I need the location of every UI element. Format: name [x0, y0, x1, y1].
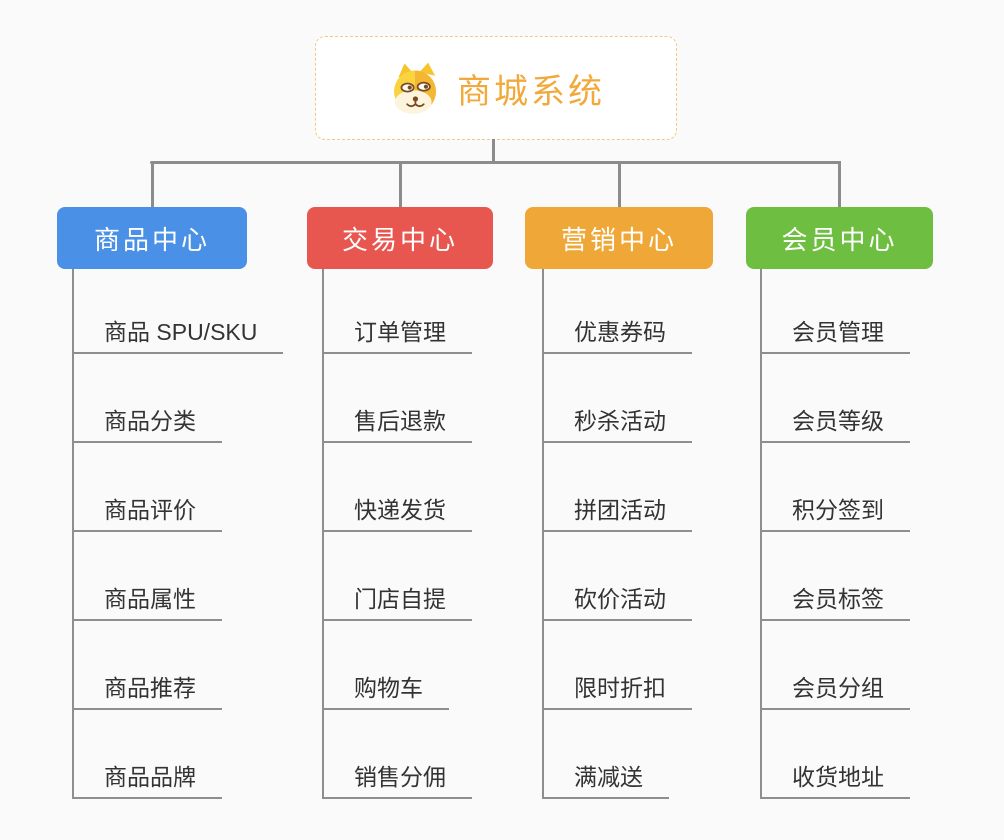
child-node[interactable]: 砍价活动	[542, 532, 692, 621]
shiba-dog-icon	[387, 60, 443, 116]
connector-stub	[618, 161, 621, 208]
connector-root-stem	[492, 139, 495, 163]
connector-stub	[399, 161, 402, 208]
child-node[interactable]: 商品分类	[72, 354, 222, 443]
child-node[interactable]: 门店自提	[322, 532, 472, 621]
child-node[interactable]: 订单管理	[322, 265, 472, 354]
child-node[interactable]: 优惠券码	[542, 265, 692, 354]
root-node[interactable]: 商城系统	[315, 36, 677, 140]
child-node[interactable]: 会员分组	[760, 621, 910, 710]
branch-children: 订单管理售后退款快递发货门店自提购物车销售分佣	[322, 265, 472, 799]
connector-stub	[151, 161, 154, 208]
connector-trunk	[322, 269, 324, 799]
child-node[interactable]: 商品推荐	[72, 621, 222, 710]
child-node[interactable]: 秒杀活动	[542, 354, 692, 443]
child-node[interactable]: 会员管理	[760, 265, 910, 354]
connector-trunk	[72, 269, 74, 799]
child-node[interactable]: 会员等级	[760, 354, 910, 443]
child-node[interactable]: 商品品牌	[72, 710, 222, 799]
connector-trunk	[542, 269, 544, 799]
child-node[interactable]: 积分签到	[760, 443, 910, 532]
connector-trunk	[760, 269, 762, 799]
connector-stub	[838, 161, 841, 208]
child-node[interactable]: 拼团活动	[542, 443, 692, 532]
child-node[interactable]: 购物车	[322, 621, 449, 710]
branch-node[interactable]: 营销中心	[525, 207, 713, 269]
root-title: 商城系统	[457, 72, 605, 111]
child-node[interactable]: 满减送	[542, 710, 669, 799]
child-node[interactable]: 商品 SPU/SKU	[72, 265, 284, 354]
branch-node[interactable]: 商品中心	[57, 207, 247, 269]
child-node[interactable]: 限时折扣	[542, 621, 692, 710]
child-node[interactable]: 收货地址	[760, 710, 910, 799]
branch-node[interactable]: 交易中心	[307, 207, 493, 269]
child-node[interactable]: 商品评价	[72, 443, 222, 532]
branch-children: 优惠券码秒杀活动拼团活动砍价活动限时折扣满减送	[542, 265, 692, 799]
child-node[interactable]: 销售分佣	[322, 710, 472, 799]
child-node[interactable]: 售后退款	[322, 354, 472, 443]
child-node[interactable]: 快递发货	[322, 443, 472, 532]
branch-node[interactable]: 会员中心	[746, 207, 933, 269]
child-node[interactable]: 会员标签	[760, 532, 910, 621]
child-node[interactable]: 商品属性	[72, 532, 222, 621]
connector-bus	[150, 161, 840, 164]
branch-children: 会员管理会员等级积分签到会员标签会员分组收货地址	[760, 265, 910, 799]
